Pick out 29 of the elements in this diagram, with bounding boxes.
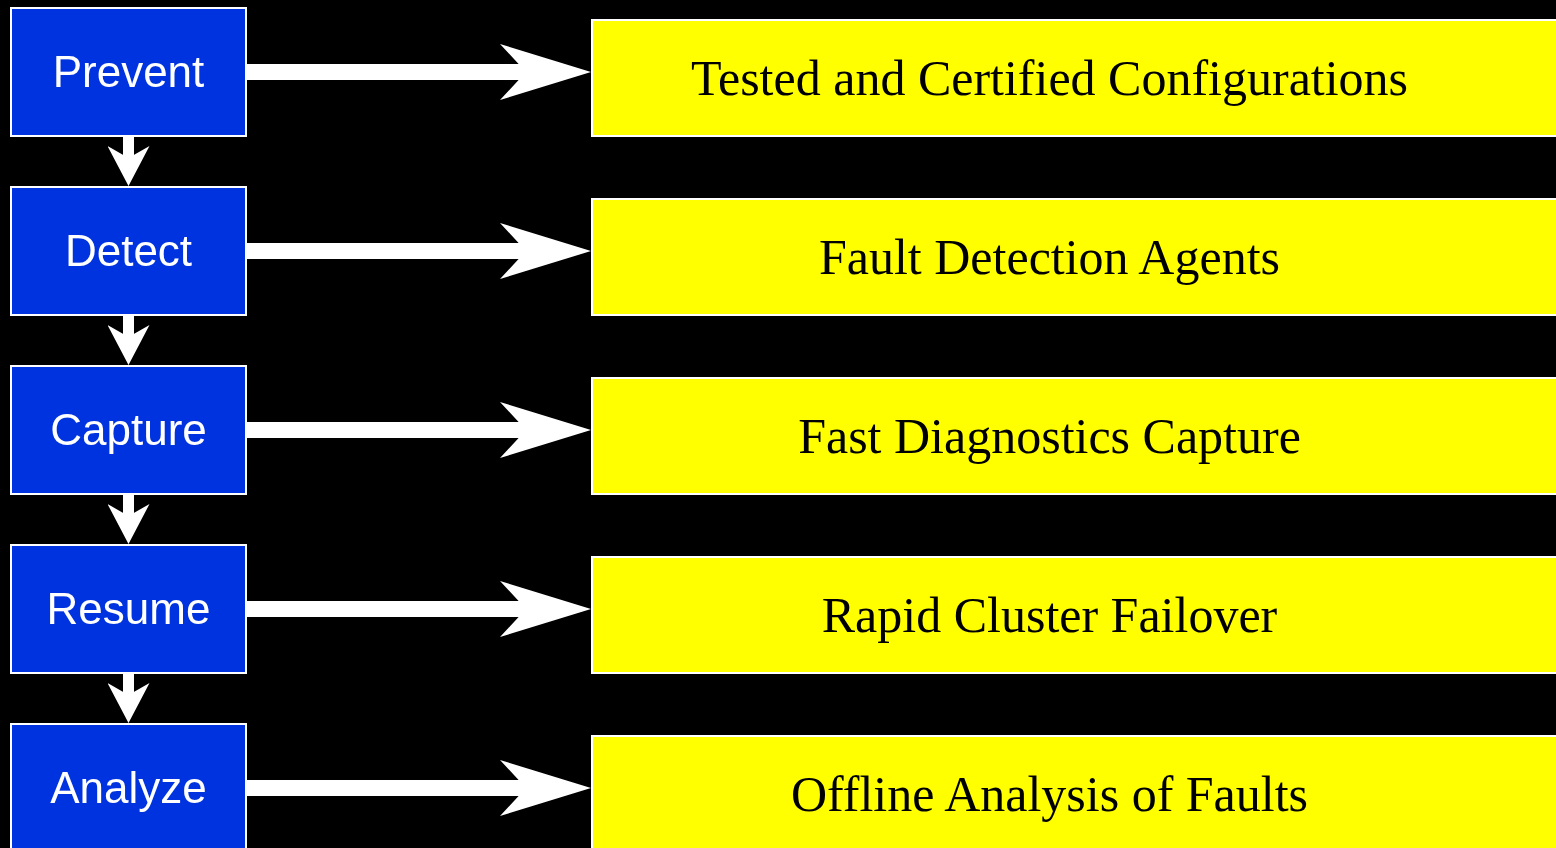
step-box [10,186,247,316]
arrow [107,495,150,544]
description-box [591,377,1556,495]
arrow [247,581,591,637]
arrow [247,44,591,100]
node-label: Offline Analysis of Faults [790,765,1309,823]
step-box [10,7,247,137]
step-box [10,544,247,674]
arrow [107,674,150,723]
arrow [247,760,591,816]
arrow [247,223,591,279]
node-label: Fast Diagnostics Capture [798,407,1301,465]
node-label: Fault Detection Agents [818,228,1280,286]
step-box [10,365,247,495]
node-label: Detect [64,226,193,276]
description-box [591,735,1556,848]
description-box [591,19,1556,137]
step-box [10,723,247,848]
node-label: Prevent [52,47,205,97]
node-label: Tested and Certified Configurations [690,49,1409,107]
description-box [591,198,1556,316]
arrow [247,402,591,458]
node-label: Resume [46,584,211,634]
node-label: Analyze [50,763,207,813]
node-label: Capture [50,405,207,455]
arrow [107,316,150,365]
description-box [591,556,1556,674]
node-label: Rapid Cluster Failover [821,586,1278,644]
arrow [107,137,150,186]
